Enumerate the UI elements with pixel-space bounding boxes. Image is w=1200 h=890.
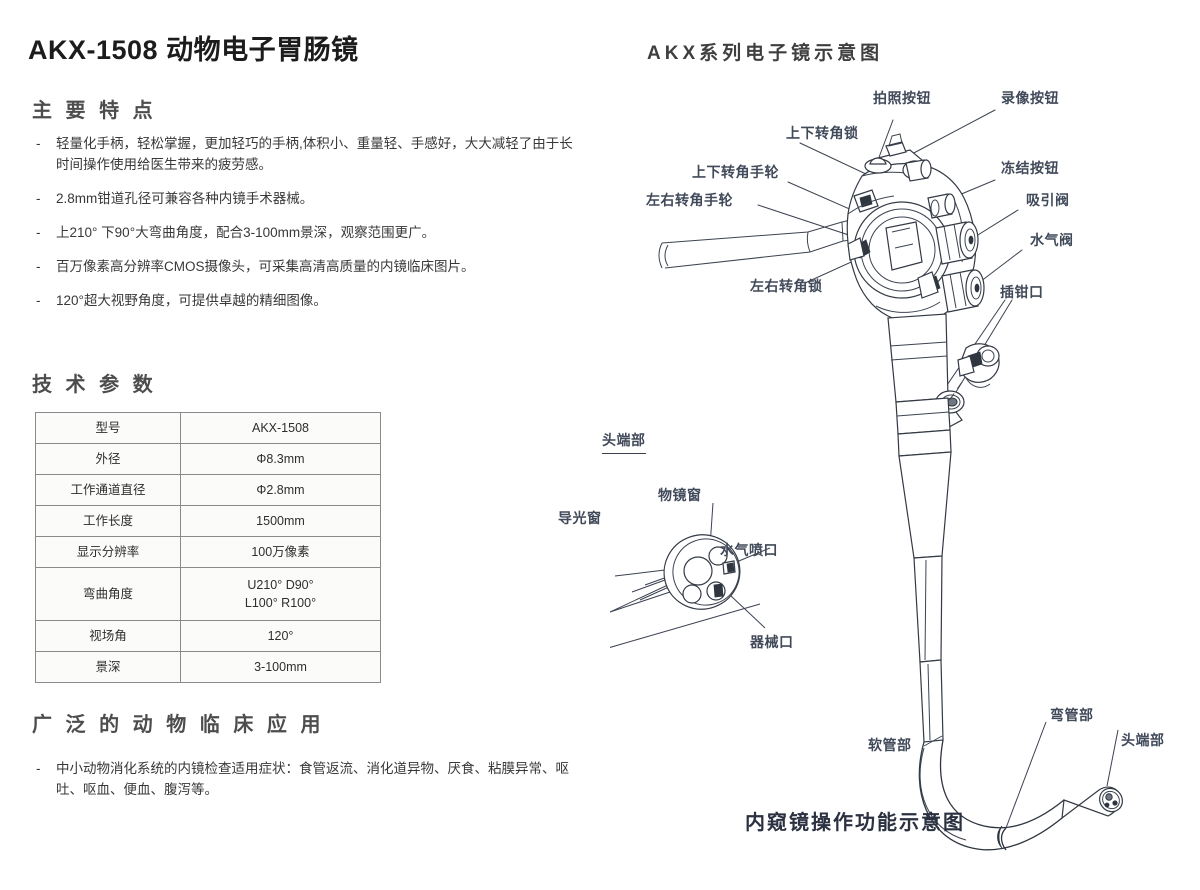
spec-label: 型号 — [35, 412, 181, 444]
list-item: - 120°超大视野角度，可提供卓越的精细图像。 — [34, 290, 574, 311]
distal-tip-detail — [610, 502, 771, 648]
spec-value-line: L100° R100° — [244, 596, 317, 610]
spec-value: 1500mm — [180, 505, 381, 537]
list-item: - 2.8mm钳道孔径可兼容各种内镜手术器械。 — [34, 188, 574, 209]
application-list: - 中小动物消化系统的内镜检查适用症状：食管返流、消化道异物、厌食、粘膜异常、呕… — [34, 758, 579, 800]
feature-text: 2.8mm钳道孔径可兼容各种内镜手术器械。 — [56, 191, 314, 206]
callout-distal-tip: 头端部 — [1121, 734, 1165, 749]
spec-value: Φ8.3mm — [180, 443, 381, 475]
feature-text: 上210° 下90°大弯曲角度，配合3-100mm景深，观察范围更广。 — [56, 225, 436, 240]
callout-air-water-nozzle: 水气喷口 — [720, 544, 778, 559]
diagram-title: AKX系列电子镜示意图 — [647, 43, 884, 64]
callout-suction-valve: 吸引阀 — [1026, 194, 1070, 209]
list-item: - 中小动物消化系统的内镜检查适用症状：食管返流、消化道异物、厌食、粘膜异常、呕… — [34, 758, 579, 800]
spec-label: 弯曲角度 — [35, 567, 181, 621]
section-heading-specs: 技 术 参 数 — [32, 374, 157, 396]
callout-objective-window: 物镜窗 — [658, 489, 702, 504]
spec-value: AKX-1508 — [180, 412, 381, 444]
control-buttons — [864, 157, 985, 313]
spec-value: 100万像素 — [180, 536, 381, 568]
list-item: - 轻量化手柄，轻松掌握，更加轻巧的手柄,体积小、重量轻、手感好，大大减轻了由于… — [34, 133, 574, 175]
bullet-marker: - — [36, 191, 41, 206]
callout-air-water-valve: 水气阀 — [1030, 234, 1074, 249]
spec-label: 工作长度 — [35, 505, 181, 537]
callout-biopsy-port: 插钳口 — [1000, 286, 1044, 301]
bullet-marker: - — [36, 761, 41, 776]
callout-light-guide-window: 导光窗 — [558, 512, 602, 527]
list-item: - 上210° 下90°大弯曲角度，配合3-100mm景深，观察范围更广。 — [34, 222, 574, 243]
table-row: 显示分辨率 100万像素 — [35, 536, 381, 568]
spec-value: 3-100mm — [180, 651, 381, 683]
table-row: 工作长度 1500mm — [35, 505, 381, 537]
table-row: 视场角 120° — [35, 620, 381, 652]
spec-label: 工作通道直径 — [35, 474, 181, 506]
callout-bending-section: 弯管部 — [1050, 709, 1094, 724]
feature-text: 百万像素高分辨率CMOS摄像头，可采集高清高质量的内镜临床图片。 — [56, 259, 475, 274]
table-row: 弯曲角度 U210° D90° L100° R100° — [35, 567, 381, 621]
bullet-marker: - — [36, 136, 41, 151]
callout-left-right-wheel: 左右转角手轮 — [646, 194, 733, 209]
table-row: 型号 AKX-1508 — [35, 412, 381, 444]
page-title: AKX-1508 动物电子胃肠镜 — [28, 35, 359, 65]
application-text: 中小动物消化系统的内镜检查适用症状：食管返流、消化道异物、厌食、粘膜异常、呕吐、… — [56, 761, 569, 797]
diagram-caption: 内窥镜操作功能示意图 — [745, 812, 965, 834]
callout-record-button: 录像按钮 — [1001, 92, 1059, 107]
spec-label: 视场角 — [35, 620, 181, 652]
spec-label: 外径 — [35, 443, 181, 475]
bullet-marker: - — [36, 259, 41, 274]
spec-value: Φ2.8mm — [180, 474, 381, 506]
bullet-marker: - — [36, 293, 41, 308]
table-row: 工作通道直径 Φ2.8mm — [35, 474, 381, 506]
bending-and-tip — [918, 739, 1123, 851]
table-row: 外径 Φ8.3mm — [35, 443, 381, 475]
list-item: - 百万像素高分辨率CMOS摄像头，可采集高清高质量的内镜临床图片。 — [34, 256, 574, 277]
bottom-leader-lines — [923, 721, 1119, 829]
spec-label: 景深 — [35, 651, 181, 683]
table-row: 景深 3-100mm — [35, 651, 381, 683]
section-heading-applications: 广 泛 的 动 物 临 床 应 用 — [32, 714, 325, 736]
bullet-marker: - — [36, 225, 41, 240]
callout-photo-button: 拍照按钮 — [873, 92, 931, 107]
feature-text: 120°超大视野角度，可提供卓越的精细图像。 — [56, 293, 327, 308]
spec-value-multiline: U210° D90° L100° R100° — [180, 567, 381, 621]
callout-up-down-wheel: 上下转角手轮 — [692, 166, 779, 181]
left-content-column: AKX-1508 动物电子胃肠镜 主 要 特 点 - 轻量化手柄，轻松掌握，更加… — [28, 35, 579, 800]
callout-freeze-button: 冻结按钮 — [1001, 162, 1059, 177]
section-heading-features: 主 要 特 点 — [32, 100, 157, 122]
spec-value: 120° — [180, 620, 381, 652]
feature-list: - 轻量化手柄，轻松掌握，更加轻巧的手柄,体积小、重量轻、手感好，大大减轻了由于… — [34, 133, 574, 311]
callout-flexible-tube: 软管部 — [868, 739, 912, 754]
spec-table: 型号 AKX-1508 外径 Φ8.3mm 工作通道直径 Φ2.8mm 工作长度… — [35, 412, 381, 683]
callout-distal-tip-detail-title: 头端部 — [602, 430, 646, 454]
insertion-tube — [887, 313, 1000, 743]
callout-instrument-channel: 器械口 — [750, 636, 794, 651]
diagram-column: AKX系列电子镜示意图 — [558, 0, 1200, 890]
endoscope-diagram — [610, 109, 1123, 851]
spec-label: 显示分辨率 — [35, 536, 181, 568]
spec-value-line: U210° D90° — [247, 578, 314, 592]
callout-up-down-lock: 上下转角锁 — [786, 127, 859, 142]
feature-text: 轻量化手柄，轻松掌握，更加轻巧的手柄,体积小、重量轻、手感好，大大减轻了由于长时… — [56, 136, 573, 172]
callout-left-right-lock: 左右转角锁 — [750, 280, 823, 295]
